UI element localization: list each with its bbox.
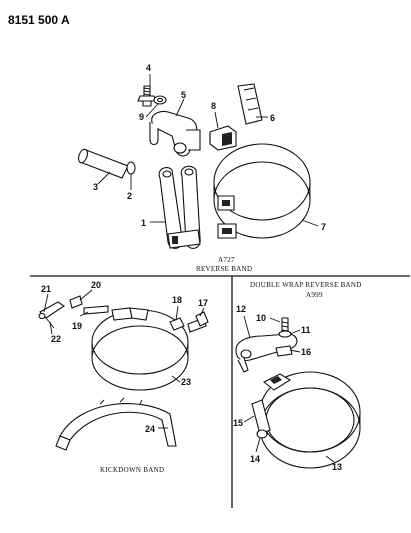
callout-11: 11: [301, 325, 311, 335]
callout-24: 24: [145, 424, 155, 434]
leader-lines-kickdown: [43, 289, 205, 429]
callout-19: 19: [72, 321, 82, 331]
callout-17: 17: [198, 298, 208, 308]
reverse-band-caption: REVERSE BAND: [196, 265, 252, 273]
callout-13: 13: [332, 462, 342, 472]
part-20-strut: [69, 295, 83, 309]
callout-14: 14: [250, 454, 260, 464]
part-13-double-wrap-band: [259, 371, 361, 469]
part-8-link: [209, 125, 237, 151]
callout-3: 3: [93, 182, 98, 192]
callout-22: 22: [51, 334, 61, 344]
callout-10: 10: [256, 313, 266, 323]
part-7-reverse-band: [213, 143, 311, 239]
double-wrap-caption: DOUBLE WRAP REVERSE BAND: [250, 281, 362, 289]
part-11-lock-nut: [278, 330, 292, 338]
part-5-reverse-band-lever: [149, 110, 201, 157]
part-4-adjusting-screw: [137, 85, 157, 107]
callout-21: 21: [41, 284, 51, 294]
callout-6: 6: [270, 113, 275, 123]
callout-9: 9: [139, 112, 144, 122]
leader-lines-double-wrap: [243, 315, 335, 463]
reverse-band-code: A727: [218, 256, 235, 264]
callout-18: 18: [172, 295, 182, 305]
leader-lines-top: [97, 74, 319, 227]
callout-5: 5: [181, 90, 186, 100]
diagram-code: 8151 500 A: [8, 13, 70, 27]
callout-12: 12: [236, 304, 246, 314]
callout-8: 8: [211, 101, 216, 111]
part-12-double-wrap-lever: [235, 333, 298, 373]
part-18-anchor: [169, 317, 185, 331]
part-16-link: [275, 345, 293, 357]
part-17-adjusting-screw: [187, 311, 209, 333]
callout-20: 20: [91, 280, 101, 290]
part-23-kickdown-band: [91, 307, 189, 391]
callout-7: 7: [321, 222, 326, 232]
part-21-kickdown-lever: [38, 301, 65, 320]
part-14-strut: [256, 429, 268, 439]
callout-23: 23: [181, 377, 191, 387]
double-wrap-code: A999: [306, 291, 323, 299]
callout-15: 15: [233, 418, 243, 428]
part-6-strut: [237, 83, 263, 125]
part-9-lock-nut: [153, 95, 167, 105]
callout-1: 1: [141, 218, 146, 228]
callout-2: 2: [127, 191, 132, 201]
part-1-lever-link: [158, 165, 201, 249]
part-2-washer: [126, 161, 136, 175]
callout-16: 16: [301, 347, 311, 357]
part-19-anchor: [83, 305, 109, 315]
part-24-kickdown-band-strap: [55, 397, 177, 451]
callout-4: 4: [146, 63, 151, 73]
kickdown-band-caption: KICKDOWN BAND: [100, 466, 164, 474]
part-15-pin: [251, 399, 271, 435]
part-3-pivot-pin: [77, 148, 129, 179]
